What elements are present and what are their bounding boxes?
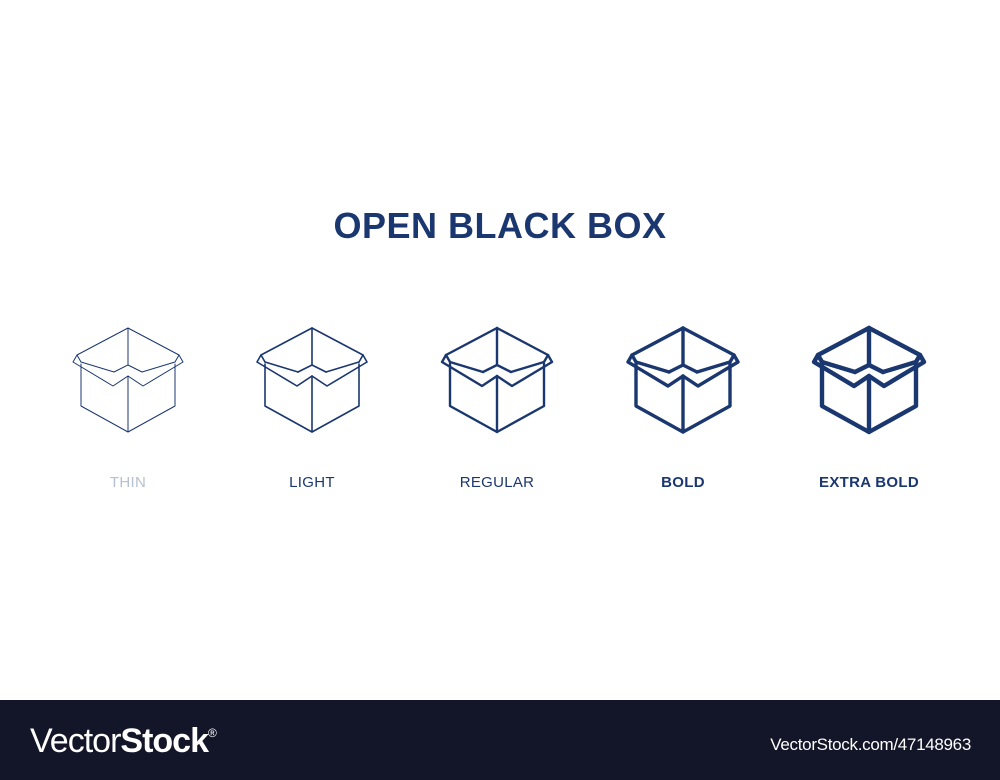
open-box-icon <box>68 318 188 443</box>
open-box-icon <box>809 318 929 443</box>
open-box-icon <box>252 318 372 443</box>
variant-label-extra-bold: EXTRA BOLD <box>819 474 919 491</box>
image-id: VectorStock.com/47148963 <box>770 735 971 754</box>
vectorstock-logo: VectorStock® <box>30 722 217 760</box>
open-box-icon <box>437 318 557 443</box>
watermark-footer: VectorStock® VectorStock.com/47148963 <box>0 700 1000 780</box>
open-box-icon <box>623 318 743 443</box>
variant-label-regular: REGULAR <box>459 474 535 491</box>
variant-label-thin: THIN <box>109 474 147 491</box>
variant-label-light: LIGHT <box>289 474 335 491</box>
page-title: OPEN BLACK BOX <box>333 205 667 246</box>
variant-label-bold: BOLD <box>661 474 705 491</box>
